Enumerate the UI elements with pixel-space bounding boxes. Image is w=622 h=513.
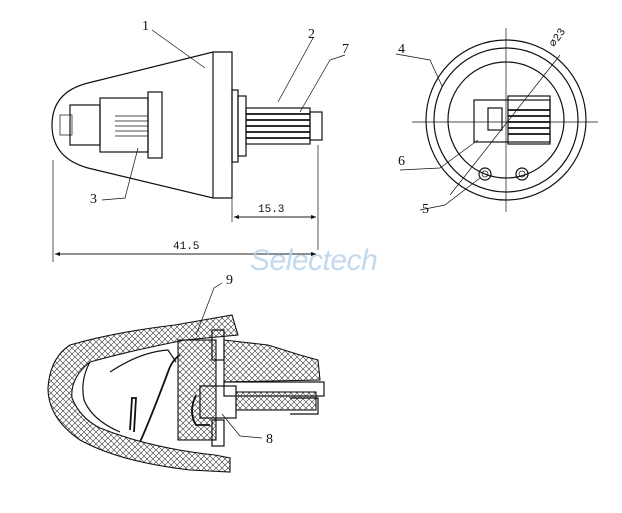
conical-housing — [51, 51, 233, 199]
callout-6: 6 — [398, 154, 405, 169]
end-view: ⌀23 4 6 5 — [395, 27, 598, 217]
callout-3: 3 — [90, 192, 97, 207]
callout-8: 8 — [266, 432, 273, 447]
dimension-total-length: 41.5 — [173, 241, 199, 253]
cross-section-view: 9 8 — [47, 273, 325, 473]
insert-block — [177, 339, 217, 441]
callout-1: 1 — [142, 19, 149, 34]
callout-5: 5 — [422, 202, 429, 217]
spring-contact — [129, 354, 181, 443]
contact-pins-right — [246, 113, 310, 139]
side-view: 15.3 41.5 1 2 7 3 — [51, 19, 349, 262]
watermark-logo: Selectech — [250, 244, 377, 277]
callout-2: 2 — [308, 27, 315, 42]
callout-9: 9 — [226, 273, 233, 288]
dimension-short-length: 15.3 — [258, 204, 284, 216]
outer-ring — [425, 39, 587, 201]
callout-4: 4 — [398, 42, 405, 57]
dimension-diameter: ⌀23 — [548, 27, 569, 50]
callout-7: 7 — [342, 42, 349, 57]
contact-wires-left — [115, 115, 148, 137]
end-view-contacts — [508, 109, 550, 135]
